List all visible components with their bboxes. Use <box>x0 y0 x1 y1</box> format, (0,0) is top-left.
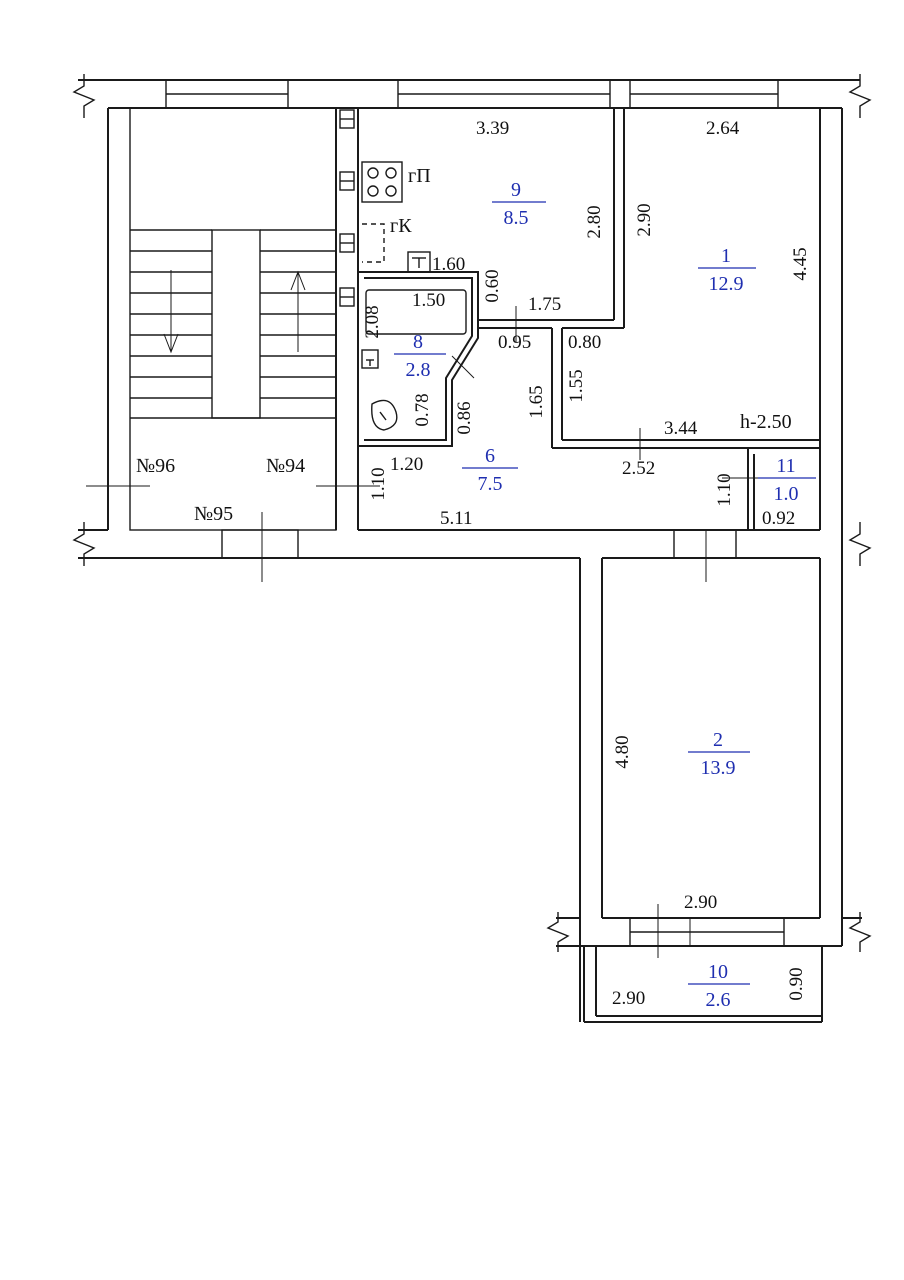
room-6-area: 7.5 <box>478 473 503 495</box>
room-6-number: 6 <box>485 445 495 467</box>
dim-1-10-right: 1.10 <box>714 473 735 506</box>
dim-2-64: 2.64 <box>706 118 740 139</box>
apartment-96-label: №96 <box>136 455 175 477</box>
dim-0-92: 0.92 <box>762 508 795 529</box>
dim-0-78: 0.78 <box>412 393 433 426</box>
room-9-area: 8.5 <box>504 207 529 229</box>
dim-1-65: 1.65 <box>526 385 547 418</box>
stair-arrow-up-icon <box>290 270 306 352</box>
dim-0-80: 0.80 <box>568 332 601 353</box>
room-1-area: 12.9 <box>709 273 744 295</box>
gas-boiler-icon <box>362 223 385 263</box>
dim-3-39: 3.39 <box>476 118 509 139</box>
room-label-1: 1 12.9 <box>698 245 756 295</box>
room-2-number: 2 <box>713 729 723 751</box>
interior-walls <box>335 108 821 531</box>
stair-arrow-down-icon <box>163 270 179 354</box>
windows <box>165 79 785 947</box>
apartment-95-label: №95 <box>194 503 233 525</box>
room-8-number: 8 <box>413 331 423 353</box>
room-label-10: 10 2.6 <box>688 961 750 1011</box>
dim-0-60: 0.60 <box>482 269 503 302</box>
dim-2-90-balcony: 2.90 <box>612 988 645 1009</box>
entrance-marks <box>86 485 707 958</box>
bathtub-icon <box>365 289 467 335</box>
dim-2-90-room1: 2.90 <box>634 203 655 236</box>
dim-1-10-left: 1.10 <box>368 467 389 500</box>
dim-3-44: 3.44 <box>664 418 698 439</box>
dim-0-95: 0.95 <box>498 332 531 353</box>
room-label-9: 9 8.5 <box>492 179 546 229</box>
dim-2-08: 2.08 <box>362 305 383 338</box>
dim-2-90-room2: 2.90 <box>684 892 717 913</box>
toilet-icon <box>371 399 398 431</box>
room-2-area: 13.9 <box>701 757 736 779</box>
ceiling-height-label: h-2.50 <box>740 411 792 433</box>
room-1-number: 1 <box>721 245 731 267</box>
wall-break-marks <box>72 74 872 952</box>
room-label-8: 8 2.8 <box>394 331 446 381</box>
room-label-6: 6 7.5 <box>462 445 518 495</box>
gas-stove-icon <box>361 161 403 203</box>
dim-1-20: 1.20 <box>390 454 423 475</box>
room-10-area: 2.6 <box>706 989 731 1011</box>
dim-0-86: 0.86 <box>454 401 475 434</box>
dim-5-11: 5.11 <box>440 508 473 529</box>
dim-4-45: 4.45 <box>790 247 811 280</box>
dim-1-60: 1.60 <box>432 254 465 275</box>
dim-1-75: 1.75 <box>528 294 561 315</box>
bath-sink-icon <box>361 349 379 369</box>
dim-0-90: 0.90 <box>786 967 807 1000</box>
balcony <box>583 946 823 1023</box>
room-8-area: 2.8 <box>406 359 431 381</box>
room-label-2: 2 13.9 <box>688 729 750 779</box>
staircase <box>129 107 337 531</box>
outer-walls <box>78 79 862 1022</box>
dim-2-80: 2.80 <box>584 205 605 238</box>
dim-1-55: 1.55 <box>566 369 587 402</box>
room-9-number: 9 <box>511 179 521 201</box>
dim-2-52: 2.52 <box>622 458 655 479</box>
gas-stove-label: гП <box>408 165 431 187</box>
dim-4-80: 4.80 <box>612 735 633 768</box>
vent-ducts <box>339 109 355 307</box>
room-10-number: 10 <box>708 961 728 983</box>
room-11-area: 1.0 <box>774 483 799 505</box>
apartment-94-label: №94 <box>266 455 305 477</box>
kitchen-sink-icon <box>407 251 431 273</box>
room-11-number: 11 <box>776 455 795 477</box>
dim-1-50: 1.50 <box>412 290 445 311</box>
gas-boiler-label: гК <box>390 215 412 237</box>
room-label-11: 11 1.0 <box>758 455 816 505</box>
